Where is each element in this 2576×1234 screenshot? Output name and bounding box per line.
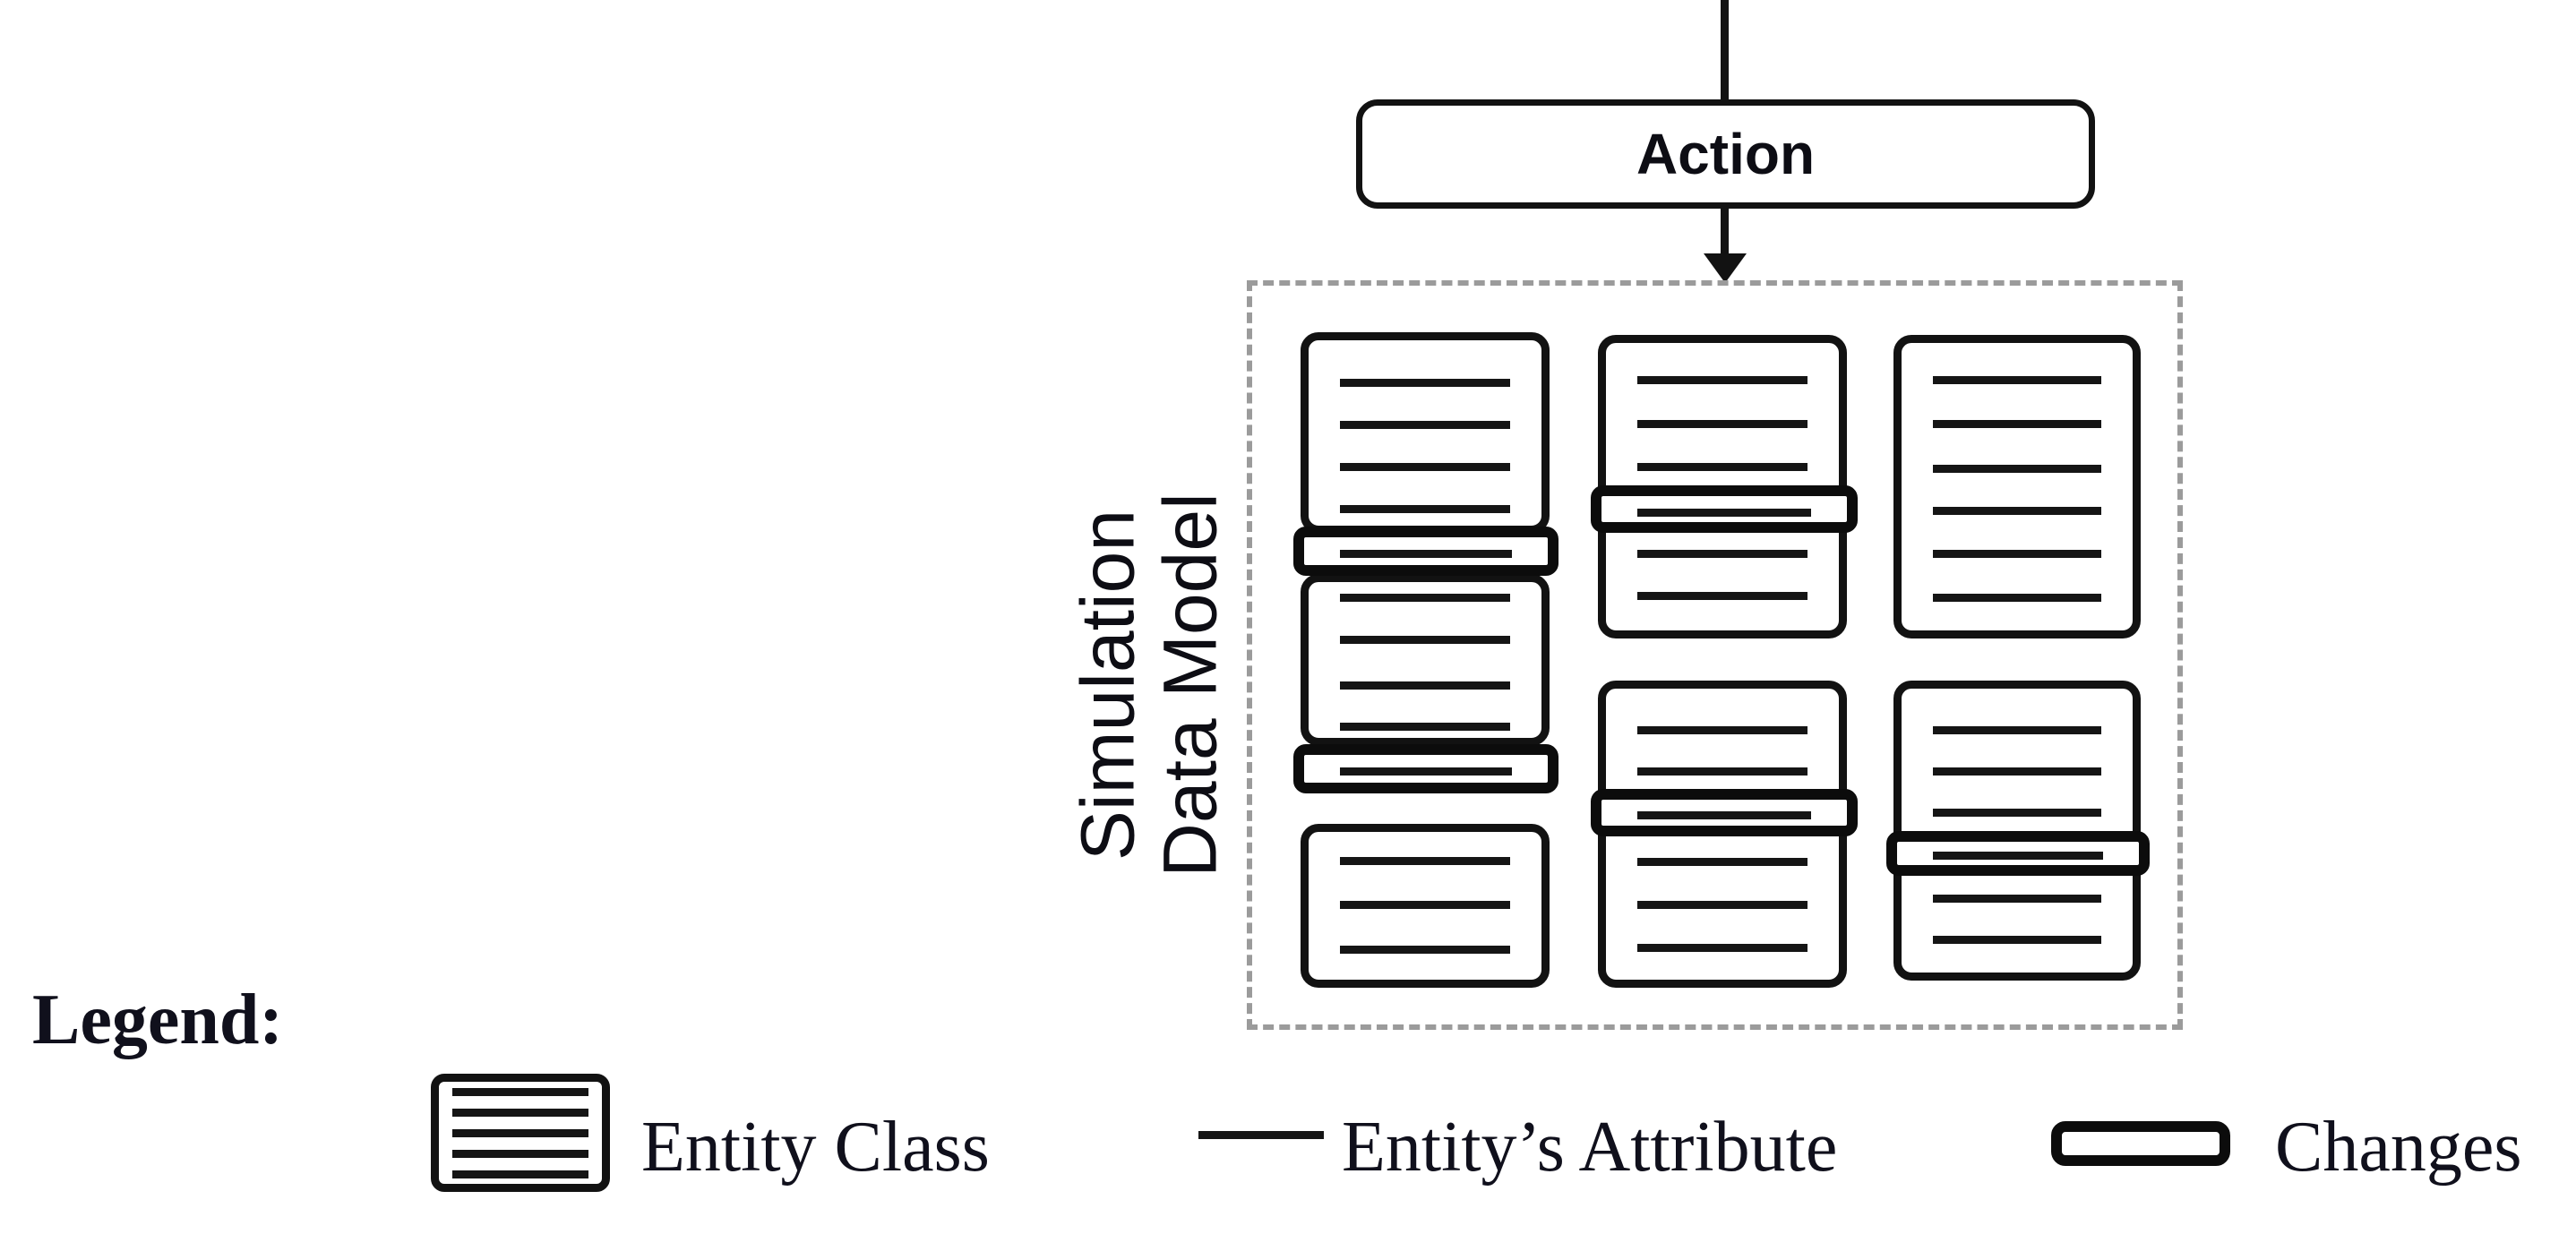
attribute-line (1933, 420, 2101, 428)
attribute-line (1637, 858, 1807, 866)
attribute-line (1340, 946, 1510, 954)
arrow-incoming-line (1721, 0, 1729, 101)
attribute-line (1340, 421, 1510, 429)
entity-class-box-col1-top (1301, 332, 1550, 534)
entity-class-box-col3-top (1893, 335, 2141, 638)
action-node-label: Action (1636, 122, 1816, 186)
attribute-line (1637, 901, 1807, 909)
simulation-data-model-container (1247, 280, 2183, 1030)
legend-label-entity-class: Entity Class (641, 1108, 990, 1187)
entity-class-box-col1-middle (1301, 574, 1550, 746)
attribute-line-changed (1340, 767, 1512, 776)
attribute-line (1340, 681, 1510, 690)
attribute-line (1637, 767, 1807, 776)
attribute-line (1340, 857, 1510, 865)
action-node: Action (1356, 99, 2095, 209)
arrow-head-icon (1704, 253, 1747, 283)
attribute-line (1933, 507, 2101, 515)
attribute-line (1340, 636, 1510, 644)
changes-bar-icon (2051, 1121, 2230, 1166)
attribute-line (1933, 465, 2101, 473)
attribute-line (1340, 723, 1510, 731)
attribute-line (1933, 895, 2101, 903)
attribute-line (1933, 376, 2101, 384)
attribute-line (1933, 936, 2101, 944)
attribute-line (1637, 944, 1807, 952)
legend-label-entity-attribute: Entity’s Attribute (1342, 1108, 1838, 1187)
attribute-line (1637, 550, 1807, 558)
attribute-line (1340, 901, 1510, 909)
attribute-line (1340, 505, 1510, 513)
attribute-line (1933, 809, 2101, 817)
model-label-line2: Data Model (1148, 493, 1232, 878)
legend-attribute-line (452, 1129, 588, 1137)
attribute-line (1637, 420, 1807, 428)
legend-attribute-line (452, 1150, 588, 1158)
legend-attribute-line (452, 1088, 588, 1096)
attribute-line (1933, 726, 2101, 734)
legend-heading: Legend: (32, 981, 283, 1059)
attribute-line (1933, 594, 2101, 602)
attribute-line (1637, 592, 1807, 600)
legend-attribute-line (452, 1170, 588, 1178)
legend-label-changes: Changes (2275, 1108, 2522, 1187)
attribute-line-changed (1637, 811, 1811, 819)
attribute-line (1637, 376, 1807, 384)
attribute-line (1637, 726, 1807, 734)
attribute-line-changed (1637, 509, 1811, 517)
simulation-data-model-label: Simulation Data Model (1065, 493, 1232, 878)
attribute-line (1933, 767, 2101, 776)
attribute-line (1340, 379, 1510, 387)
attribute-line-changed (1933, 852, 2103, 860)
model-label-line1: Simulation (1065, 509, 1150, 861)
attribute-line (1933, 550, 2101, 558)
attribute-line (1340, 463, 1510, 471)
attribute-line (1340, 594, 1510, 602)
attribute-line-icon (1198, 1131, 1324, 1139)
attribute-line (1637, 463, 1807, 471)
change-col1-a (1293, 527, 1558, 576)
attribute-line-changed (1340, 550, 1512, 558)
legend-attribute-line (452, 1109, 588, 1117)
arrow-outgoing-line (1721, 209, 1729, 255)
